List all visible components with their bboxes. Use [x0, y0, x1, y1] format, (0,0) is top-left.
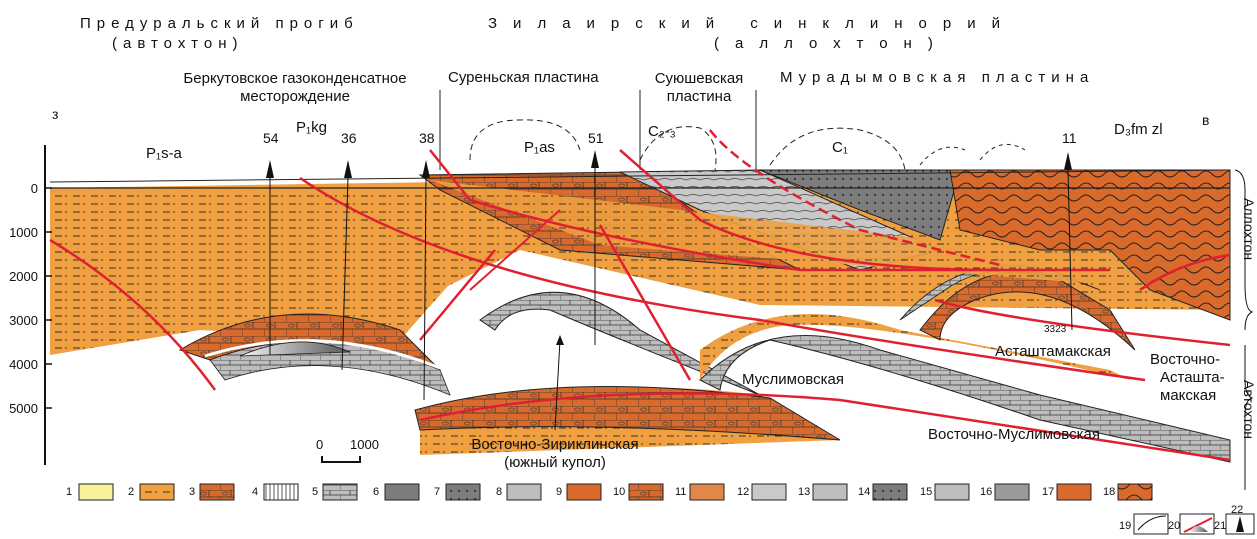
well-label-11: 11 [1062, 130, 1077, 146]
legend-num-15: 15 [920, 486, 932, 498]
suyushevskaya-label: Суюшевская пластина [644, 70, 754, 106]
vz-sub-label: (южный купол) [440, 455, 670, 471]
legend-num-1: 1 [66, 486, 72, 498]
legend-num-9: 9 [556, 486, 562, 498]
legend-num-12: 12 [737, 486, 749, 498]
asshtamak-label: Асташтамакская [995, 344, 1111, 360]
muslimovskaya-label: Муслимовская [742, 372, 844, 388]
well-label-51: 51 [588, 130, 604, 146]
well-label-54: 54 [263, 130, 279, 146]
autochthon-side-label: Автохтон [1241, 380, 1257, 439]
depth-tick-3000: 3000 [0, 313, 38, 328]
legend-num-4: 4 [252, 486, 258, 498]
well-label-36: 36 [341, 130, 357, 146]
eroded-outline-c1b [920, 144, 1025, 165]
surenskaya-label: Суреньская пластина [448, 70, 599, 86]
scale-bar [322, 456, 360, 462]
legend-num-8: 8 [496, 486, 502, 498]
v-asshtamak-label-1: Восточно- [1150, 352, 1220, 368]
legend-num-7: 7 [434, 486, 440, 498]
legend-num-14: 14 [858, 486, 870, 498]
strat-d3fm: D₃fm zl [1114, 122, 1163, 138]
strat-p1as: P₁as [524, 140, 555, 156]
header-left-subtitle: (автохтон) [112, 36, 244, 52]
legend-num-13: 13 [798, 486, 810, 498]
v-muslimovskaya-label: Восточно-Муслимовская [928, 427, 1100, 443]
vz-label: Восточно-Зириклинская [440, 437, 670, 453]
west-label: з [52, 106, 58, 122]
strat-p1sa: P₁s-a [146, 146, 182, 162]
well-3323-label: 3323 [1044, 322, 1066, 338]
legend-num-6: 6 [373, 486, 379, 498]
well-label-38: 38 [419, 130, 435, 146]
legend-num-3: 3 [189, 486, 195, 498]
legend-num-2: 2 [128, 486, 134, 498]
legend-num-22: 22 [1231, 504, 1243, 516]
east-label: в [1202, 112, 1209, 128]
depth-tick-4000: 4000 [0, 357, 38, 372]
legend-num-16: 16 [980, 486, 992, 498]
legend-num-19: 19 [1119, 520, 1131, 532]
v-asshtamak-label-3: макская [1160, 388, 1216, 404]
legend-num-20: 20 [1168, 520, 1180, 532]
depth-tick-5000: 5000 [0, 401, 38, 416]
v-asshtamak-label-2: Асташта- [1160, 370, 1225, 386]
header-right-title: Зилаирский синклинорий [488, 16, 1016, 32]
strat-c23: C₂-₃ [648, 124, 676, 140]
field-label: Беркутовское газоконденсатное месторожде… [150, 70, 440, 106]
legend-num-17: 17 [1042, 486, 1054, 498]
allochthon-side-label: Аллохтон [1241, 198, 1257, 260]
strat-p1kg: P₁kg [296, 120, 327, 136]
legend-num-5: 5 [312, 486, 318, 498]
legend-num-11: 11 [675, 486, 686, 498]
depth-tick-1000: 1000 [0, 225, 38, 240]
muradymovskaya-label: Мурадымовская пластина [780, 70, 1094, 86]
legend-num-10: 10 [613, 486, 625, 498]
depth-tick-2000: 2000 [0, 269, 38, 284]
legend-num-18: 18 [1103, 486, 1115, 498]
header-left-title: Предуральский прогиб [80, 16, 359, 32]
header-right-subtitle: (аллохтон) [714, 36, 949, 52]
legend-num-21: 21 [1214, 520, 1226, 532]
depth-tick-0: 0 [6, 181, 38, 196]
scale-value: 1000 [350, 437, 379, 453]
strat-c1: C₁ [832, 140, 848, 156]
scale-zero: 0 [316, 437, 323, 453]
